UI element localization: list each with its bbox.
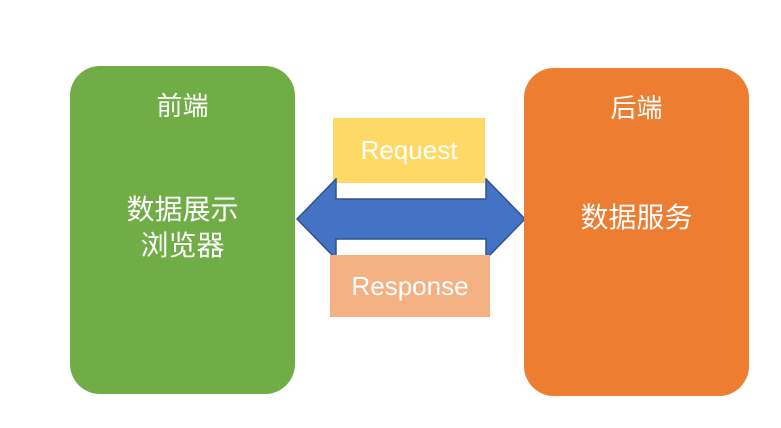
backend-box: 后端 数据服务	[524, 68, 749, 396]
request-label: Request	[360, 135, 458, 165]
frontend-title: 前端	[156, 92, 209, 122]
backend-line-1: 数据服务	[580, 201, 693, 234]
frontend-line-2: 浏览器	[140, 229, 225, 262]
backend-title: 后端	[610, 94, 663, 124]
double-arrow-icon	[296, 178, 526, 260]
backend-description: 数据服务	[524, 200, 749, 236]
frontend-box: 前端 数据展示 浏览器	[70, 66, 295, 394]
frontend-line-1: 数据展示	[126, 193, 239, 226]
response-label-box: Response	[330, 255, 490, 317]
frontend-description: 数据展示 浏览器	[70, 192, 295, 264]
response-label: Response	[351, 270, 469, 301]
arrow-shape	[296, 178, 526, 260]
request-label-box: Request	[333, 118, 485, 183]
